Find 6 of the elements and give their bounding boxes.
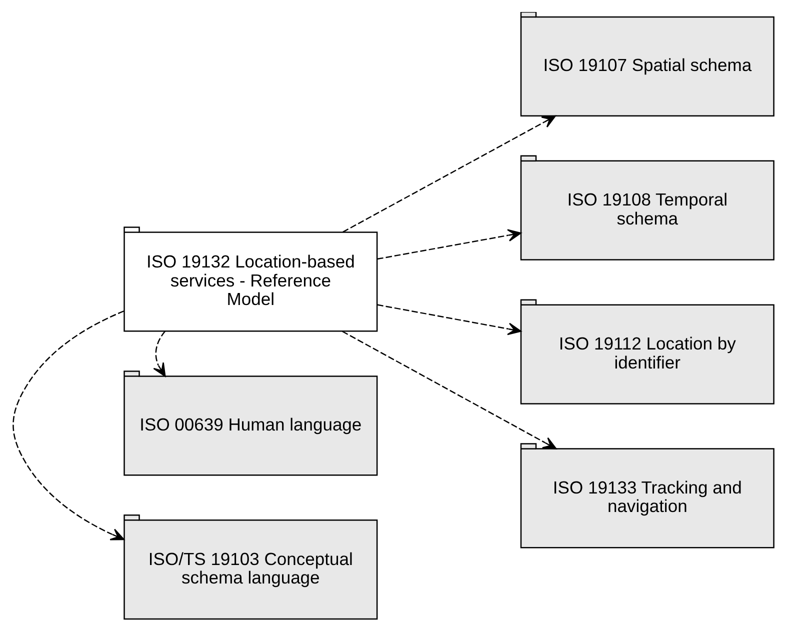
arrow	[377, 228, 522, 260]
arrow	[153, 330, 166, 376]
arrow	[342, 114, 556, 232]
arrow	[377, 304, 522, 335]
arrow	[342, 330, 557, 449]
arrow	[12, 310, 124, 540]
